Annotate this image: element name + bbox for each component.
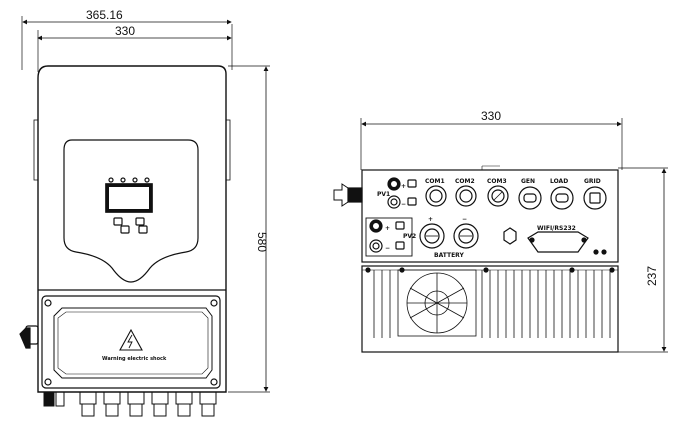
pv2-connector-group	[365, 217, 413, 257]
right-side-grip	[225, 119, 231, 181]
led-indicator-1	[108, 177, 114, 183]
front-view: 365.16 330 580	[19, 8, 270, 417]
pv1-minus-label: −	[401, 201, 406, 208]
panel-button-esc[interactable]	[138, 225, 148, 234]
outer-width-label: 365.16	[86, 8, 123, 22]
wifi-rs232-port	[527, 231, 589, 253]
load-label: LOAD	[550, 178, 568, 185]
com3-port	[487, 185, 509, 207]
grid-port	[583, 186, 607, 210]
dim-depth	[618, 167, 668, 353]
pv1-label: PV1	[377, 191, 390, 198]
dc-switch-side[interactable]	[333, 183, 363, 207]
heatsink-fins	[373, 270, 611, 338]
pv2-minus-label: −	[385, 245, 390, 252]
pv2-label: PV2	[403, 233, 416, 240]
wiring-cover	[41, 295, 221, 389]
vent-plug-hex	[503, 227, 517, 245]
wiring-cover-inner	[53, 307, 213, 379]
display-panel	[63, 139, 199, 283]
left-side-grip	[33, 119, 39, 181]
battery-positive-terminal	[419, 223, 445, 249]
battery-negative-terminal	[453, 223, 479, 249]
lcd-screen-frame	[105, 183, 153, 213]
dim-outer-width	[21, 16, 233, 70]
grid-label: GRID	[584, 178, 601, 185]
pv2-negative-connector	[369, 239, 383, 253]
warning-label: Warning electric shock	[102, 356, 167, 362]
bottom-width-label: 330	[481, 109, 501, 123]
cooling-fan	[397, 269, 477, 337]
led-indicator-4	[144, 177, 150, 183]
load-port	[550, 186, 574, 210]
dim-height	[228, 65, 270, 393]
battery-minus-label: −	[462, 216, 467, 223]
panel-button-up[interactable]	[113, 217, 123, 226]
pv1-connector-group	[387, 177, 417, 209]
cable-glands-front	[43, 391, 217, 417]
gen-port	[518, 186, 542, 210]
led-indicator-2	[120, 177, 126, 183]
com1-label: COM1	[425, 178, 445, 185]
depth-label: 237	[645, 266, 659, 286]
battery-plus-label: +	[428, 216, 433, 223]
inverter-housing	[37, 65, 227, 393]
gen-label: GEN	[521, 178, 535, 185]
com1-port	[425, 185, 447, 207]
com3-label: COM3	[487, 178, 507, 185]
dim-width	[37, 30, 232, 72]
lightning-bolt-icon	[127, 334, 133, 349]
heatsink-body	[361, 265, 619, 353]
connector-plate	[361, 169, 619, 263]
wifi-rs232-label: WIFI/RS232	[537, 225, 576, 232]
cover-screw-br	[210, 378, 218, 386]
dim-bottom-width	[360, 118, 623, 170]
cover-screw-tl	[44, 299, 52, 307]
cover-screw-bl	[44, 378, 52, 386]
panel-button-down[interactable]	[135, 217, 145, 226]
pv1-negative-connector	[387, 195, 401, 209]
panel-button-enter[interactable]	[120, 225, 130, 234]
com2-port	[455, 185, 477, 207]
bottom-view: 330 237 PV1 + −	[333, 109, 668, 353]
pv2-plus-label: +	[385, 225, 390, 232]
led-indicator-3	[132, 177, 138, 183]
pv1-plus-label: +	[401, 183, 406, 190]
lcd-screen-glass	[109, 187, 149, 209]
cover-screw-tr	[210, 299, 218, 307]
dc-switch-knob[interactable]	[19, 325, 39, 349]
height-label: 580	[255, 232, 269, 252]
battery-label: BATTERY	[434, 252, 464, 259]
width-label: 330	[115, 24, 135, 38]
warning-triangle-icon	[119, 328, 143, 351]
com2-label: COM2	[455, 178, 475, 185]
